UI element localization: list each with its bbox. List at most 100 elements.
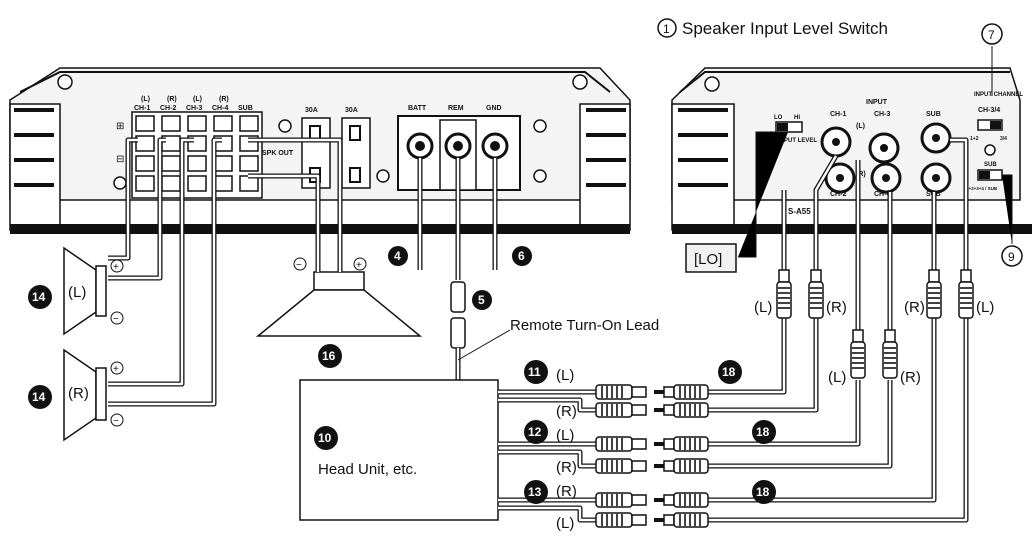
- callout-9: [1001, 245, 1023, 267]
- input-ch1-label: CH-1: [830, 111, 846, 118]
- minus-icon: −: [113, 416, 119, 427]
- callout-16-number: 16: [322, 349, 336, 363]
- terminal-slot: [213, 175, 233, 192]
- remote-connector: [450, 281, 466, 313]
- terminal-slot: [213, 115, 233, 132]
- callout-18-number: 18: [722, 365, 736, 379]
- callout-5-number: 5: [478, 293, 485, 307]
- speaker-wires: [108, 137, 343, 407]
- terminal-slot: [161, 175, 181, 192]
- spk-out-label: SPK OUT: [262, 150, 294, 157]
- callout-6-number: 6: [518, 249, 525, 263]
- terminal-slot: [187, 115, 207, 132]
- callout-18-number: 18: [756, 485, 770, 499]
- terminal-slot: [161, 115, 181, 132]
- input-ch2-side-label: (R): [856, 171, 866, 178]
- fuse-label-2: 30A: [345, 107, 358, 114]
- sub-switch-label: SUB: [984, 162, 997, 168]
- terminal-slot: [135, 135, 155, 152]
- rca-plug-pair: [595, 436, 709, 452]
- amp-in-sub-left-label: (L): [976, 299, 994, 316]
- terminal-slot: [135, 115, 155, 132]
- ch3-label: CH-3: [186, 105, 202, 112]
- ch3-side-label: (L): [193, 96, 202, 103]
- callout-11: [524, 360, 548, 384]
- callout-16: [318, 344, 342, 368]
- amp-in-34-left-label: (L): [828, 369, 846, 386]
- ch2-label: CH-2: [160, 105, 176, 112]
- amp-in-sub-right-label: (R): [904, 299, 925, 316]
- callout-18-mid: [752, 420, 776, 444]
- amp-in-right-label: (R): [826, 299, 847, 316]
- sub-pos-label: 1+2+3+4 / SUB: [966, 186, 998, 191]
- screw-icon: [572, 74, 588, 90]
- terminal-slot: [213, 155, 233, 172]
- model-label: S-A55: [788, 207, 811, 216]
- plus-icon: +: [113, 262, 119, 273]
- callout-7-number: 7: [988, 28, 995, 42]
- callout-13: [524, 480, 548, 504]
- callout-12: [524, 420, 548, 444]
- fuse-label-1: 30A: [305, 107, 318, 114]
- input-level-label: INPUT LEVEL: [778, 138, 817, 144]
- callout-6: [512, 246, 532, 266]
- rca-plug-group: [595, 384, 709, 528]
- screw-icon: [984, 144, 996, 156]
- callout-9-number: 9: [1008, 250, 1015, 264]
- screw-icon: [278, 119, 292, 133]
- rca-12-right-label: (R): [556, 459, 577, 476]
- minus-icon: −: [113, 314, 119, 325]
- plus-icon: +: [113, 364, 119, 375]
- speaker-right: (R): [63, 348, 107, 442]
- callout-14-number: 14: [32, 390, 46, 404]
- ch2-side-label: (R): [167, 96, 177, 103]
- terminal-slot: [135, 175, 155, 192]
- plus-mark-icon: ⊞: [116, 121, 124, 132]
- speaker-input-level-switch-label: Speaker Input Level Switch: [682, 19, 888, 38]
- callout-14-left: [28, 285, 52, 309]
- callout-13-number: 13: [528, 485, 542, 499]
- head-unit-box: [299, 379, 499, 521]
- input-ch2-label: CH-2: [830, 191, 846, 198]
- speaker-left: (L): [63, 246, 107, 336]
- terminal-slot: [187, 175, 207, 192]
- sw-pos-2-label: 3/4: [1000, 136, 1007, 142]
- callout-18-bottom: [752, 480, 776, 504]
- terminal-slot: [239, 155, 259, 172]
- terminal-grid: [135, 115, 259, 192]
- terminal-slot: [239, 115, 259, 132]
- subwoofer: [255, 271, 423, 337]
- batt-label: BATT: [408, 105, 427, 112]
- rca-vertical-plug: [926, 269, 942, 319]
- rca-vertical-plug: [776, 269, 792, 319]
- screw-icon: [533, 169, 547, 183]
- rca-cables: [498, 137, 969, 523]
- rca-side-labels: (L) (R) (L) (R) (R) (L) (L) (R) (L) (R) …: [556, 299, 994, 532]
- amp-in-34-right-label: (R): [900, 369, 921, 386]
- polarity-marks: + − + − − +: [110, 257, 367, 427]
- amp-in-left-label: (L): [754, 299, 772, 316]
- screw-icon: [376, 169, 390, 183]
- input-channel-label: INPUT CHANNEL: [974, 92, 1023, 98]
- remote-connector: [450, 317, 466, 349]
- rca-plug-pair: [595, 512, 709, 528]
- rca-vertical-plug: [958, 269, 974, 319]
- callout-1-number: 1: [663, 22, 670, 36]
- ch1-side-label: (L): [141, 96, 150, 103]
- callout-1: [657, 18, 677, 38]
- screw-icon: [113, 176, 127, 190]
- input-ch4-label: CH-4: [874, 191, 890, 198]
- callout-7: [981, 23, 1003, 45]
- callout-18-top: [718, 360, 742, 384]
- callout-12-number: 12: [528, 425, 542, 439]
- rca-plug-pair: [595, 492, 709, 508]
- rca-11-right-label: (R): [556, 403, 577, 420]
- rca-vertical-plug: [850, 329, 866, 379]
- head-unit-label: Head Unit, etc.: [318, 461, 417, 478]
- screw-icon: [704, 76, 720, 92]
- sub-label: SUB: [238, 105, 253, 112]
- input-sub-label: SUB: [926, 111, 941, 118]
- amplifier-input-panel: LO HI INPUT LEVEL INPUT CH-1 CH-3 SUB (L…: [671, 67, 1032, 234]
- rca-13-left-label: (L): [556, 515, 574, 532]
